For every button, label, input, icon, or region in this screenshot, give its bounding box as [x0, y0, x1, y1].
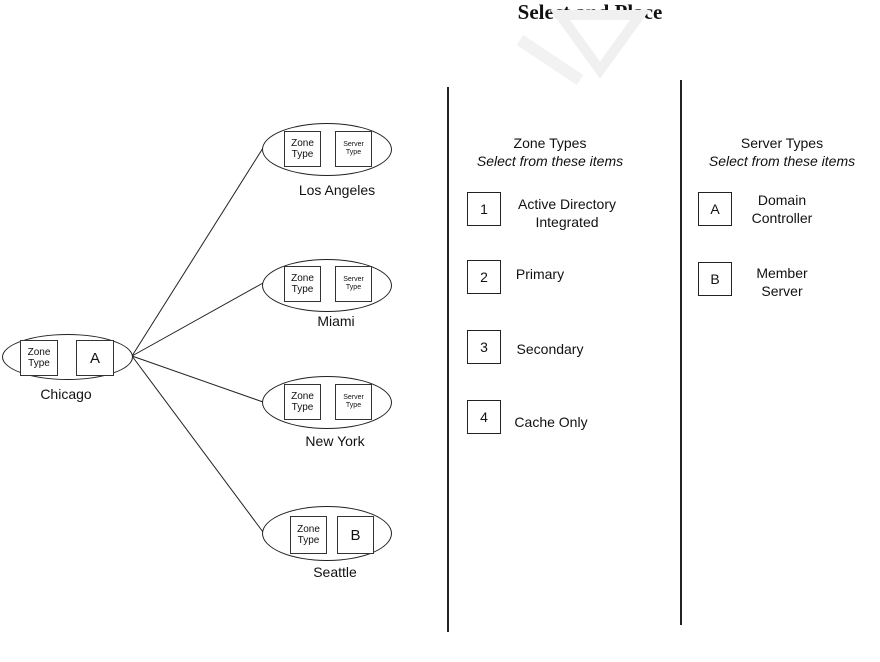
- chicago-zone-slot[interactable]: Zone Type: [20, 340, 58, 376]
- chicago-server-slot[interactable]: A: [76, 340, 114, 376]
- new-york-server-slot[interactable]: Server Type: [335, 384, 372, 420]
- zone-item-3[interactable]: 3: [467, 330, 501, 364]
- site-label-seattle: Seattle: [313, 564, 357, 580]
- site-label-chicago: Chicago: [40, 386, 92, 402]
- zone-item-1[interactable]: 1: [467, 192, 501, 226]
- server-item-a-label: Domain Controller: [751, 192, 813, 226]
- server-types-heading: Server Types: [740, 135, 824, 151]
- server-item-a[interactable]: A: [698, 192, 732, 226]
- zone-item-4[interactable]: 4: [467, 400, 501, 434]
- site-label-los-angeles: Los Angeles: [298, 182, 376, 198]
- new-york-zone-slot[interactable]: Zone Type: [284, 384, 321, 420]
- zone-types-heading: Zone Types: [513, 135, 587, 151]
- link-chicago-seattle: [131, 355, 264, 533]
- divider-left: [447, 87, 449, 632]
- site-node-miami: [262, 259, 392, 312]
- miami-zone-slot[interactable]: Zone Type: [284, 266, 321, 302]
- zone-item-2-label: Primary: [515, 266, 565, 282]
- zone-types-subheading: Select from these items: [476, 153, 624, 169]
- server-item-b-label: Member Server: [756, 265, 808, 299]
- zone-item-3-label: Secondary: [516, 341, 584, 357]
- los-angeles-zone-slot[interactable]: Zone Type: [284, 131, 321, 167]
- divider-right: [680, 80, 682, 625]
- seattle-server-slot[interactable]: B: [337, 516, 374, 554]
- link-chicago-new-york: [131, 355, 264, 403]
- link-chicago-miami: [131, 282, 264, 357]
- miami-server-slot[interactable]: Server Type: [335, 266, 372, 302]
- server-types-subheading: Select from these items: [708, 153, 856, 169]
- los-angeles-server-slot[interactable]: Server Type: [335, 131, 372, 167]
- zone-item-1-label: Active Directory Integrated: [517, 196, 617, 230]
- seattle-zone-slot[interactable]: Zone Type: [290, 516, 327, 554]
- server-item-b[interactable]: B: [698, 262, 732, 296]
- site-label-miami: Miami: [317, 313, 355, 329]
- site-node-los-angeles: [262, 123, 392, 176]
- server-types-header: Server Types Select from these items: [692, 134, 872, 170]
- link-chicago-los-angeles: [131, 147, 264, 357]
- site-label-new-york: New York: [305, 433, 365, 449]
- zone-item-2[interactable]: 2: [467, 260, 501, 294]
- site-node-new-york: [262, 376, 392, 429]
- zone-types-header: Zone Types Select from these items: [460, 134, 640, 170]
- zone-item-4-label: Cache Only: [514, 414, 588, 430]
